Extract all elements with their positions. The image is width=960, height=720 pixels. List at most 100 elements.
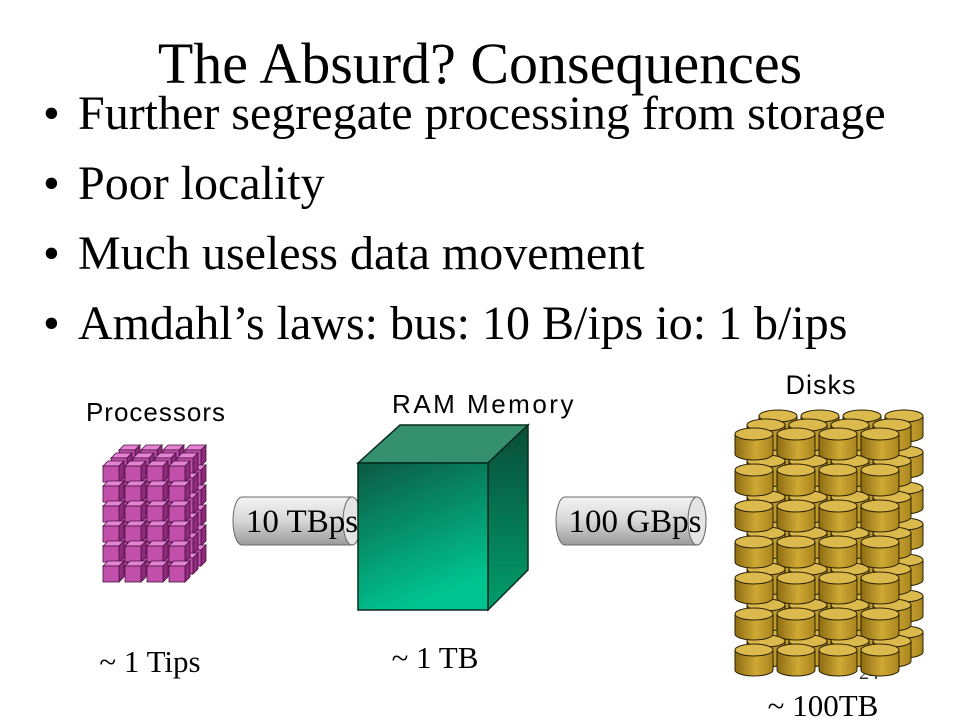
disk-cylinder-body [818, 433, 858, 461]
disk-cylinder-body [860, 613, 900, 641]
disk-cylinder-top [776, 535, 816, 549]
disk-cylinder-body [860, 649, 900, 677]
disk-cylinder-top [776, 643, 816, 657]
disk-cylinder-top [776, 571, 816, 585]
processor-cube-front [124, 465, 142, 483]
processor-cube [146, 540, 169, 563]
disk-cylinder-top [776, 463, 816, 477]
link-bandwidth-label: 10 TBps [246, 504, 358, 540]
processor-cube [146, 500, 169, 523]
disk-cylinder [776, 643, 816, 677]
disk-cylinder [860, 427, 900, 461]
disk-cylinder [860, 607, 900, 641]
bullet-text: Much useless data movement [78, 227, 645, 280]
processor-cube-front [102, 565, 120, 583]
processor-cube [168, 520, 191, 543]
processor-cube-front [146, 465, 164, 483]
disk-cylinder [818, 427, 858, 461]
processor-cube [168, 480, 191, 503]
disk-cylinder [776, 571, 816, 605]
processor-cube [102, 560, 125, 583]
disk-cylinder-top [734, 427, 774, 441]
processor-cube [124, 500, 147, 523]
slide-title: The Absurd? Consequences [157, 31, 803, 96]
disk-cylinder-top [860, 643, 900, 657]
pipe-end [687, 496, 707, 546]
disk-cylinder-top [734, 499, 774, 513]
processor-cube-front [168, 545, 186, 563]
bullet-text: Amdahl’s laws: bus: 10 B/ips io: 1 b/ips [78, 297, 848, 350]
disk-cylinder-body [734, 469, 774, 497]
disk-cylinder [818, 463, 858, 497]
processor-cube-front [124, 485, 142, 503]
disk-cylinder [860, 643, 900, 677]
bullet-glyph: • [43, 87, 60, 140]
disk-cylinder-body [734, 541, 774, 569]
bullet-list: • Further segregate processing from stor… [0, 79, 960, 359]
processors-capacity: ~ 1 Tips [99, 644, 200, 679]
disk-cylinder-top [818, 463, 858, 477]
link-bandwidth-label: 100 GBps [569, 504, 702, 540]
disk-cylinder-top [818, 571, 858, 585]
processor-cube [124, 540, 147, 563]
disk-cylinder-body [734, 505, 774, 533]
processor-cube-front [124, 525, 142, 543]
disk-cylinder-top [860, 499, 900, 513]
disk-array [734, 409, 924, 677]
disk-cylinder [860, 535, 900, 569]
disk-cylinder-body [860, 505, 900, 533]
processor-cube-front [168, 465, 186, 483]
disk-cylinder-top [734, 463, 774, 477]
disk-cylinder-body [776, 541, 816, 569]
disk-cylinder-top [734, 535, 774, 549]
processor-cube [124, 460, 147, 483]
processor-cube [102, 480, 125, 503]
disk-cylinder [776, 499, 816, 533]
bullet-item: • Much useless data movement [0, 219, 960, 289]
disk-cylinder [734, 499, 774, 533]
memory-capacity: ~ 1 TB [392, 640, 479, 675]
processor-cube [168, 540, 191, 563]
disk-cylinder [734, 607, 774, 641]
bullet-item: • Poor locality [0, 149, 960, 219]
disk-cylinder-top [734, 607, 774, 621]
disk-cylinder [860, 571, 900, 605]
disk-cylinder [734, 535, 774, 569]
processor-cube [102, 460, 125, 483]
disk-cylinder [860, 499, 900, 533]
bullet-glyph: • [43, 227, 60, 280]
processor-cube-front [146, 545, 164, 563]
disk-cylinder [776, 463, 816, 497]
processor-cube-front [168, 505, 186, 523]
processor-cube [102, 540, 125, 563]
disk-cylinder-body [776, 577, 816, 605]
disk-cylinder-body [818, 469, 858, 497]
disk-cylinder-top [818, 499, 858, 513]
disk-cylinder-body [860, 469, 900, 497]
disk-cylinder-top [776, 607, 816, 621]
disk-cylinder [734, 427, 774, 461]
processor-cube-front [146, 525, 164, 543]
disk-cylinder-top [734, 643, 774, 657]
disk-cylinder-top [860, 427, 900, 441]
processors-label: Processors [86, 397, 226, 427]
processor-cube-front [102, 485, 120, 503]
disk-cylinder [734, 571, 774, 605]
processor-cube-front [102, 465, 120, 483]
disk-cylinder [776, 607, 816, 641]
disk-cylinder [776, 535, 816, 569]
ram-cube-front-face [357, 462, 489, 611]
disk-cylinder [818, 643, 858, 677]
processor-grid [102, 444, 207, 583]
disk-cylinder-top [818, 643, 858, 657]
disk-cylinder-top [860, 463, 900, 477]
disk-cylinder [860, 463, 900, 497]
disks-capacity: ~ 100TB [768, 688, 879, 720]
processor-cube [146, 460, 169, 483]
disk-cylinder-body [860, 541, 900, 569]
disk-cylinder-body [860, 433, 900, 461]
disk-cylinder-top [776, 427, 816, 441]
processor-cube-front [146, 565, 164, 583]
processor-cube-front [168, 565, 186, 583]
